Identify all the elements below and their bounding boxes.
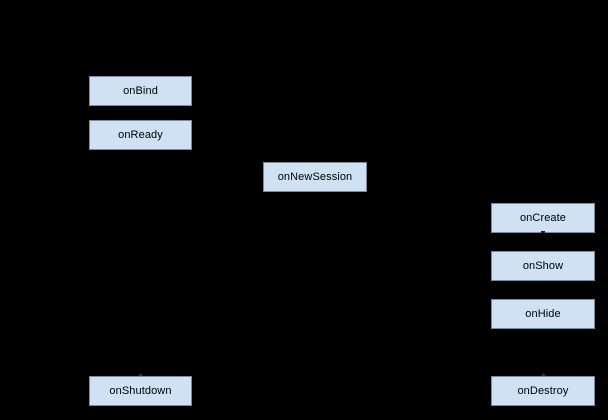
node-onshutdown-label: onShutdown <box>109 384 172 397</box>
node-onshow: onShow <box>491 251 595 281</box>
node-oncreate: onCreate <box>491 203 595 233</box>
node-ondestroy: onDestroy <box>491 376 595 406</box>
node-onbind: onBind <box>89 76 192 106</box>
node-onhide: onHide <box>491 299 595 329</box>
arrowhead-tip-above-onshutdown <box>138 373 143 376</box>
connector-notch-below-oncreate <box>541 231 545 233</box>
node-oncreate-label: onCreate <box>519 211 567 224</box>
node-onnewsession: onNewSession <box>263 162 367 192</box>
node-onnewsession-label: onNewSession <box>277 170 353 183</box>
node-ondestroy-label: onDestroy <box>517 384 569 397</box>
node-onshow-label: onShow <box>522 259 564 272</box>
node-onshutdown: onShutdown <box>89 376 192 406</box>
node-onbind-label: onBind <box>123 84 158 97</box>
node-onready: onReady <box>89 120 192 150</box>
arrowhead-tip-above-ondestroy <box>541 373 546 376</box>
node-onhide-label: onHide <box>525 307 561 320</box>
node-onready-label: onReady <box>118 128 163 141</box>
